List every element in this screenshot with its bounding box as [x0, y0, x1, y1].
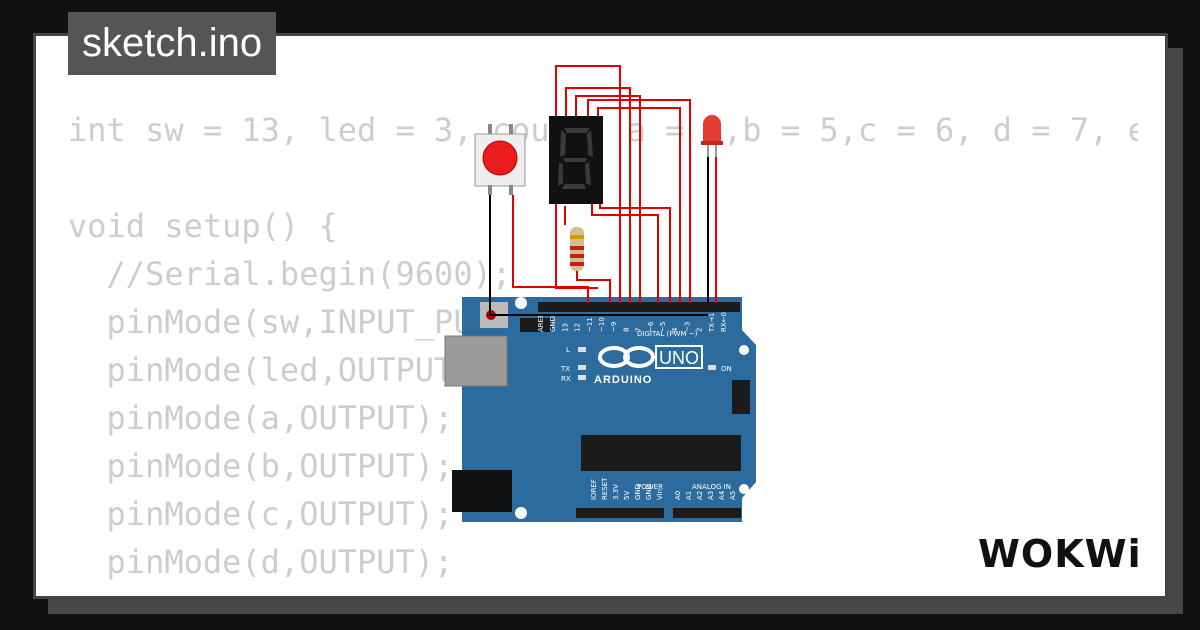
seven-segment-digit — [558, 128, 593, 189]
usb-port — [444, 335, 508, 387]
pin-label: TX→1 — [708, 313, 716, 333]
led-rx-label: RX — [561, 375, 571, 383]
file-tab[interactable]: sketch.ino — [68, 12, 277, 75]
pin-label: 8 — [622, 328, 630, 332]
pin-label: 12 — [574, 323, 582, 332]
board-model: UNO — [659, 348, 699, 368]
pin-label: A1 — [685, 491, 693, 500]
pin-label: GND — [634, 484, 642, 500]
code-editor: int sw = 13, led = 3, count, a = 4,b = 5… — [68, 111, 1138, 596]
wire-button-pin13 — [512, 195, 589, 303]
resistor[interactable] — [570, 227, 584, 271]
wire-resistor-gnd — [576, 271, 611, 303]
led-tx-label: TX — [560, 365, 570, 373]
arduino-infinity-logo — [598, 346, 655, 368]
led-rx — [578, 375, 586, 380]
pin-label: ~3 — [683, 322, 691, 332]
wire-seg-4 — [587, 99, 691, 303]
wire-display-common — [555, 204, 598, 289]
pin-label: RX←0 — [720, 312, 728, 332]
wokwi-logo: WOKWi — [978, 532, 1142, 576]
led-tx — [578, 365, 586, 370]
pin-label: AREF — [537, 314, 545, 332]
wire-seg-3 — [575, 95, 641, 303]
mount-hole — [515, 297, 527, 309]
wire-seg-7 — [599, 204, 671, 303]
pin-label: A0 — [674, 491, 682, 500]
wire-seg-5 — [597, 107, 681, 303]
pin-label: IOREF — [590, 479, 598, 500]
led-l — [578, 347, 586, 352]
wire-seg-1 — [555, 65, 621, 303]
mount-hole — [739, 484, 749, 494]
pin-label: A5 — [729, 491, 737, 500]
push-button-cap[interactable] — [482, 140, 518, 176]
wire-seg-6 — [591, 204, 659, 303]
pin-label: A4 — [718, 490, 726, 500]
pin-label: ~6 — [647, 321, 655, 332]
pin-label: 3.3V — [612, 484, 620, 500]
led-on-label: ON — [721, 365, 732, 373]
pin-label: ~11 — [586, 317, 594, 332]
microcontroller-chip — [581, 435, 741, 471]
mount-hole — [515, 507, 527, 519]
pin-label: Vin — [656, 489, 664, 500]
pin-label: 7 — [635, 328, 643, 332]
pin-label: A3 — [707, 491, 715, 500]
power-header-label: POWER — [637, 483, 663, 491]
pin-label: ~5 — [659, 322, 667, 332]
pin-label: A2 — [696, 491, 704, 500]
seven-segment-display[interactable] — [549, 116, 603, 204]
wires — [489, 65, 717, 316]
pin-label: RESET — [601, 477, 609, 500]
digital-pin-labels: AREF GND 13 12 ~11 ~10 ~9 8 7 ~6 ~5 4 ~3 2 TX→1 RX←0 — [537, 312, 728, 333]
icsp-header-2 — [732, 380, 750, 414]
pin-label: 2 — [696, 328, 704, 332]
power-jack — [452, 470, 512, 512]
pin-label: ~10 — [598, 317, 606, 332]
digital-header-label: DIGITAL (PWM ~) — [637, 330, 698, 338]
pin-label: 4 — [671, 327, 679, 332]
power-header — [576, 508, 664, 518]
board-brand: ARDUINO — [594, 374, 652, 386]
red-led[interactable] — [701, 115, 723, 157]
arduino-uno-board[interactable]: L TX RX ON UNO ARDUINO DIGITAL (PWM ~) P… — [444, 297, 756, 522]
analog-header-label: ANALOG IN — [692, 483, 731, 491]
icsp-header — [520, 318, 552, 332]
pin-label: GND — [645, 484, 653, 500]
mount-hole — [739, 345, 749, 355]
pin-label: GND — [549, 316, 557, 332]
led-l-label: L — [566, 346, 570, 354]
wokwi-logo-text: WOKWi — [978, 532, 1142, 576]
push-button[interactable] — [474, 124, 526, 195]
led-on — [708, 365, 716, 370]
analog-header — [673, 508, 741, 518]
uno-badge — [655, 345, 703, 369]
pin-label: 5V — [623, 491, 631, 500]
pin-label: ~9 — [610, 322, 618, 332]
wire-seg-2 — [565, 87, 631, 303]
pin-label: 13 — [561, 323, 569, 332]
digital-header — [538, 302, 740, 312]
